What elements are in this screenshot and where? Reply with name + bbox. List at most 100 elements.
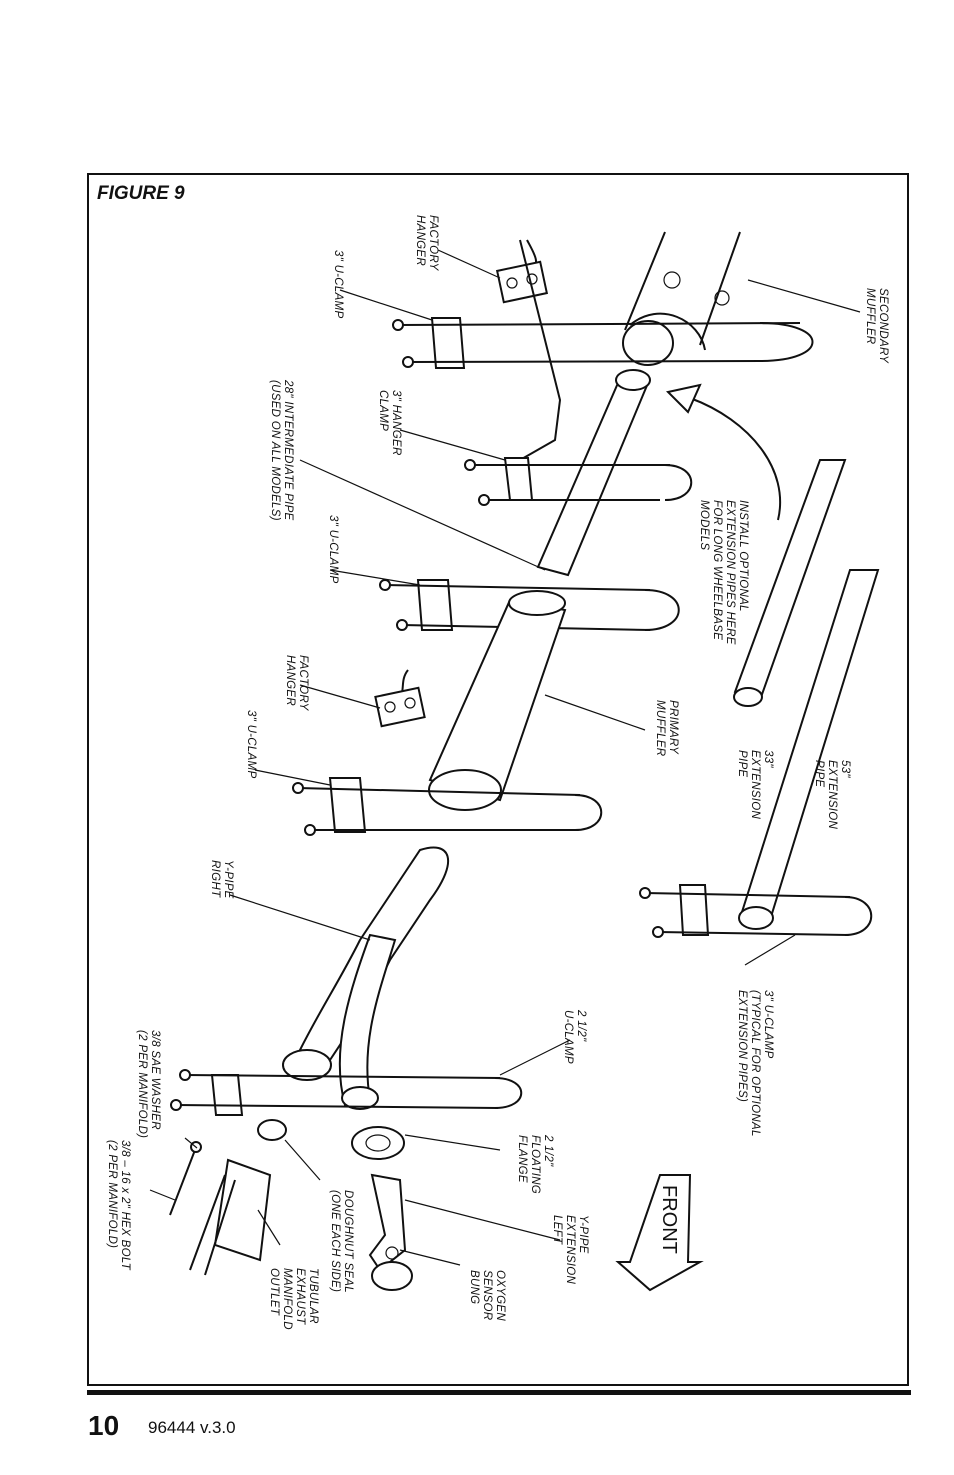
label-intermediate-pipe: 28" INTERMEDIATE PIPE (USED ON ALL MODEL… [269, 379, 294, 521]
label-extension-53: 53" EXTENSION PIPE [813, 760, 851, 830]
svg-text:(TYPICAL FOR OPTIONAL: (TYPICAL FOR OPTIONAL [749, 990, 761, 1137]
figure-title: FIGURE 9 [97, 183, 185, 204]
svg-text:Y-PIPE: Y-PIPE [222, 860, 234, 899]
svg-text:OXYGEN: OXYGEN [494, 1270, 506, 1321]
manifold-outlet [189, 1158, 272, 1276]
label-u-clamp-3-lower: 3" U-CLAMP [245, 710, 257, 778]
svg-text:RIGHT: RIGHT [209, 860, 221, 898]
svg-text:3/8 – 16 x 2" HEX BOLT: 3/8 – 16 x 2" HEX BOLT [119, 1140, 131, 1271]
u-clamp-extension [639, 884, 873, 938]
label-u-clamp-typical: 3" U-CLAMP (TYPICAL FOR OPTIONAL EXTENSI… [736, 990, 774, 1137]
label-install-optional: INSTALL OPTIONAL EXTENSION PIPES HERE FO… [698, 500, 749, 645]
extension-pipes [733, 459, 880, 930]
svg-text:FACTORY: FACTORY [297, 655, 309, 712]
svg-text:CLAMP: CLAMP [377, 390, 389, 431]
svg-text:MANIFOLD: MANIFOLD [281, 1268, 293, 1330]
svg-text:FLOATING: FLOATING [529, 1135, 541, 1194]
svg-text:FRONT: FRONT [658, 1185, 680, 1254]
svg-text:(2 PER MANIFOLD): (2 PER MANIFOLD) [106, 1140, 118, 1248]
secondary-muffler [622, 231, 741, 366]
svg-text:53": 53" [839, 760, 851, 778]
label-front: FRONT [658, 1185, 680, 1254]
svg-text:(2 PER MANIFOLD): (2 PER MANIFOLD) [136, 1030, 148, 1138]
svg-text:(ONE EACH SIDE): (ONE EACH SIDE) [329, 1190, 341, 1292]
svg-text:3" U-CLAMP: 3" U-CLAMP [327, 515, 339, 583]
svg-text:LEFT: LEFT [551, 1215, 563, 1245]
svg-text:33": 33" [762, 750, 774, 768]
label-primary-muffler: PRIMARY MUFFLER [654, 700, 679, 756]
footer-rule [87, 1390, 911, 1395]
factory-hanger-mid [374, 669, 426, 728]
primary-muffler [428, 590, 567, 811]
svg-text:EXTENSION PIPES): EXTENSION PIPES) [736, 990, 748, 1102]
svg-text:EXTENSION PIPES HERE: EXTENSION PIPES HERE [724, 500, 736, 645]
svg-text:SENSOR: SENSOR [481, 1270, 493, 1320]
svg-text:EXTENSION: EXTENSION [749, 750, 761, 820]
label-secondary-muffler: SECONDARY MUFFLER [864, 288, 889, 364]
u-clamp-top [392, 317, 814, 369]
label-manifold-outlet: TUBULAR EXHAUST MANIFOLD OUTLET [268, 1268, 319, 1330]
svg-text:EXTENSION: EXTENSION [826, 760, 838, 830]
label-oxygen-sensor: OXYGEN SENSOR BUNG [468, 1270, 506, 1321]
label-hanger-clamp: 3" HANGER CLAMP [377, 390, 402, 456]
svg-text:FOR LONG WHEELBASE: FOR LONG WHEELBASE [711, 500, 723, 640]
svg-text:PIPE: PIPE [736, 750, 748, 777]
svg-text:MODELS: MODELS [698, 500, 710, 550]
label-extension-33: 33" EXTENSION PIPE [736, 750, 774, 820]
page-number: 10 [88, 1410, 120, 1441]
svg-text:2 1/2": 2 1/2" [542, 1134, 554, 1167]
svg-text:TUBULAR: TUBULAR [307, 1268, 319, 1324]
document-version: 96444 v.3.0 [148, 1418, 236, 1437]
svg-text:Y-PIPE: Y-PIPE [577, 1215, 589, 1254]
svg-text:(USED ON ALL MODELS): (USED ON ALL MODELS) [269, 380, 281, 521]
svg-text:3" U-CLAMP: 3" U-CLAMP [762, 990, 774, 1058]
svg-text:SECONDARY: SECONDARY [877, 288, 889, 364]
svg-text:FACTORY: FACTORY [427, 215, 439, 272]
svg-text:INSTALL OPTIONAL: INSTALL OPTIONAL [737, 500, 749, 612]
intermediate-pipe [536, 369, 651, 577]
figure-frame: FIGURE 9 [87, 173, 909, 1386]
flange-and-seal [169, 1119, 405, 1216]
label-factory-hanger-mid: FACTORY HANGER [284, 655, 309, 712]
label-u-clamp-3-top: 3" U-CLAMP [332, 250, 344, 318]
y-pipe [282, 846, 449, 1110]
svg-text:EXTENSION: EXTENSION [564, 1215, 576, 1285]
svg-text:3/8 SAE WASHER: 3/8 SAE WASHER [149, 1030, 161, 1130]
u-clamp-2-5 [170, 1069, 523, 1116]
front-arrow [615, 1174, 704, 1292]
svg-text:3" U-CLAMP: 3" U-CLAMP [245, 710, 257, 778]
svg-text:HANGER: HANGER [414, 215, 426, 266]
svg-text:MUFFLER: MUFFLER [654, 700, 666, 756]
svg-text:PIPE: PIPE [813, 760, 825, 787]
u-clamp-lower [292, 777, 603, 836]
label-y-pipe-right: Y-PIPE RIGHT [209, 860, 234, 899]
svg-text:2 1/2": 2 1/2" [575, 1009, 587, 1042]
y-pipe-extension-left [368, 1173, 413, 1291]
hanger-clamp [464, 239, 693, 506]
svg-text:3" U-CLAMP: 3" U-CLAMP [332, 250, 344, 318]
svg-text:OUTLET: OUTLET [268, 1268, 280, 1316]
label-floating-flange: 2 1/2" FLOATING FLANGE [516, 1134, 554, 1194]
svg-text:BUNG: BUNG [468, 1270, 480, 1304]
arrow-head [665, 383, 702, 414]
install-arrow [689, 397, 782, 521]
label-u-clamp-2-5: 2 1/2" U-CLAMP [562, 1009, 587, 1064]
svg-text:MUFFLER: MUFFLER [864, 288, 876, 344]
leader-lines [149, 249, 861, 1266]
svg-text:EXHAUST: EXHAUST [294, 1268, 306, 1325]
label-u-clamp-3-mid: 3" U-CLAMP [327, 515, 339, 583]
svg-text:U-CLAMP: U-CLAMP [562, 1010, 574, 1064]
svg-text:FLANGE: FLANGE [516, 1135, 528, 1183]
svg-text:DOUGHNUT SEAL: DOUGHNUT SEAL [342, 1190, 354, 1293]
svg-text:HANGER: HANGER [284, 655, 296, 706]
label-hex-bolt: 3/8 – 16 x 2" HEX BOLT (2 PER MANIFOLD) [106, 1140, 131, 1271]
svg-text:PRIMARY: PRIMARY [667, 700, 679, 755]
svg-text:28" INTERMEDIATE PIPE: 28" INTERMEDIATE PIPE [282, 379, 294, 521]
label-doughnut-seal: DOUGHNUT SEAL (ONE EACH SIDE) [329, 1190, 354, 1293]
svg-text:3" HANGER: 3" HANGER [390, 390, 402, 456]
label-sae-washer: 3/8 SAE WASHER (2 PER MANIFOLD) [136, 1030, 161, 1138]
factory-hanger-top [495, 239, 549, 304]
label-factory-hanger-top: FACTORY HANGER [414, 215, 439, 272]
label-y-pipe-extension-left: Y-PIPE EXTENSION LEFT [551, 1215, 589, 1285]
